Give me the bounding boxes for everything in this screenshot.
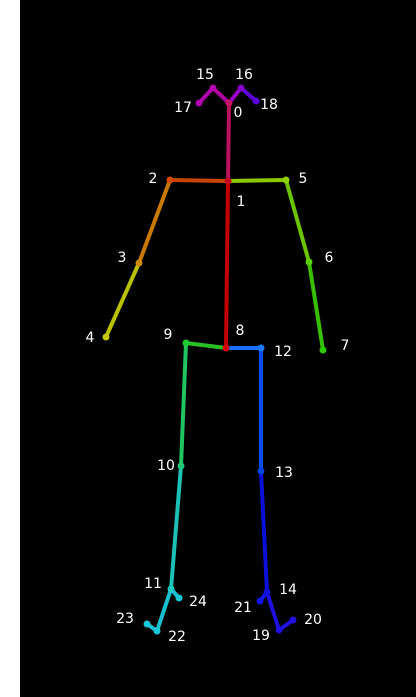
joint-label-24: 24 xyxy=(189,594,207,610)
limb-8-9 xyxy=(186,343,226,348)
joint-4 xyxy=(103,334,110,341)
limb-2-3 xyxy=(139,180,170,263)
joint-24 xyxy=(176,595,183,602)
joint-label-6: 6 xyxy=(325,250,334,266)
joint-13 xyxy=(258,468,265,475)
joint-dots xyxy=(103,85,327,635)
joint-8 xyxy=(223,345,230,352)
joint-label-12: 12 xyxy=(274,344,292,360)
joint-label-8: 8 xyxy=(236,323,245,339)
joint-11 xyxy=(168,586,175,593)
joint-label-3: 3 xyxy=(118,250,127,266)
joint-1 xyxy=(225,178,232,185)
joint-21 xyxy=(257,598,264,605)
joint-label-18: 18 xyxy=(260,97,278,113)
joint-label-1: 1 xyxy=(237,194,246,210)
limb-13-14 xyxy=(261,471,267,592)
limb-1-0 xyxy=(228,103,229,181)
joint-label-16: 16 xyxy=(235,67,253,83)
joint-16 xyxy=(238,85,245,92)
limb-9-10 xyxy=(181,343,186,466)
joint-18 xyxy=(253,98,260,105)
joint-label-14: 14 xyxy=(279,582,297,598)
joint-label-23: 23 xyxy=(116,611,134,627)
joint-12 xyxy=(258,345,265,352)
joint-10 xyxy=(178,463,185,470)
limb-1-5 xyxy=(228,180,286,181)
joint-label-19: 19 xyxy=(252,628,270,644)
joint-label-15: 15 xyxy=(196,67,214,83)
joint-2 xyxy=(167,177,174,184)
joint-22 xyxy=(154,628,161,635)
joint-label-4: 4 xyxy=(86,330,95,346)
joint-label-22: 22 xyxy=(168,629,186,645)
joint-label-2: 2 xyxy=(149,171,158,187)
joint-17 xyxy=(196,100,203,107)
limb-1-8 xyxy=(226,181,228,348)
joint-label-9: 9 xyxy=(164,327,173,343)
joint-6 xyxy=(306,259,313,266)
limb-14-19 xyxy=(267,592,279,630)
joint-label-10: 10 xyxy=(157,458,175,474)
joint-0 xyxy=(226,100,233,107)
joint-label-21: 21 xyxy=(234,600,252,616)
limb-11-22 xyxy=(157,589,171,631)
joint-label-17: 17 xyxy=(174,100,192,116)
joint-15 xyxy=(210,85,217,92)
joint-5 xyxy=(283,177,290,184)
limb-6-7 xyxy=(309,262,323,350)
joint-19 xyxy=(276,627,283,634)
joint-label-11: 11 xyxy=(144,576,162,592)
joint-label-13: 13 xyxy=(275,465,293,481)
joint-3 xyxy=(136,260,143,267)
joint-9 xyxy=(183,340,190,347)
limb-10-11 xyxy=(171,466,181,589)
joint-14 xyxy=(264,589,271,596)
limb-1-2 xyxy=(170,180,228,181)
joint-23 xyxy=(144,621,151,628)
limb-3-4 xyxy=(106,263,139,337)
joint-label-7: 7 xyxy=(341,338,350,354)
joint-label-20: 20 xyxy=(304,612,322,628)
joint-label-0: 0 xyxy=(234,105,243,121)
limb-5-6 xyxy=(286,180,309,262)
joint-7 xyxy=(320,347,327,354)
joint-label-5: 5 xyxy=(299,171,308,187)
joint-20 xyxy=(290,617,297,624)
